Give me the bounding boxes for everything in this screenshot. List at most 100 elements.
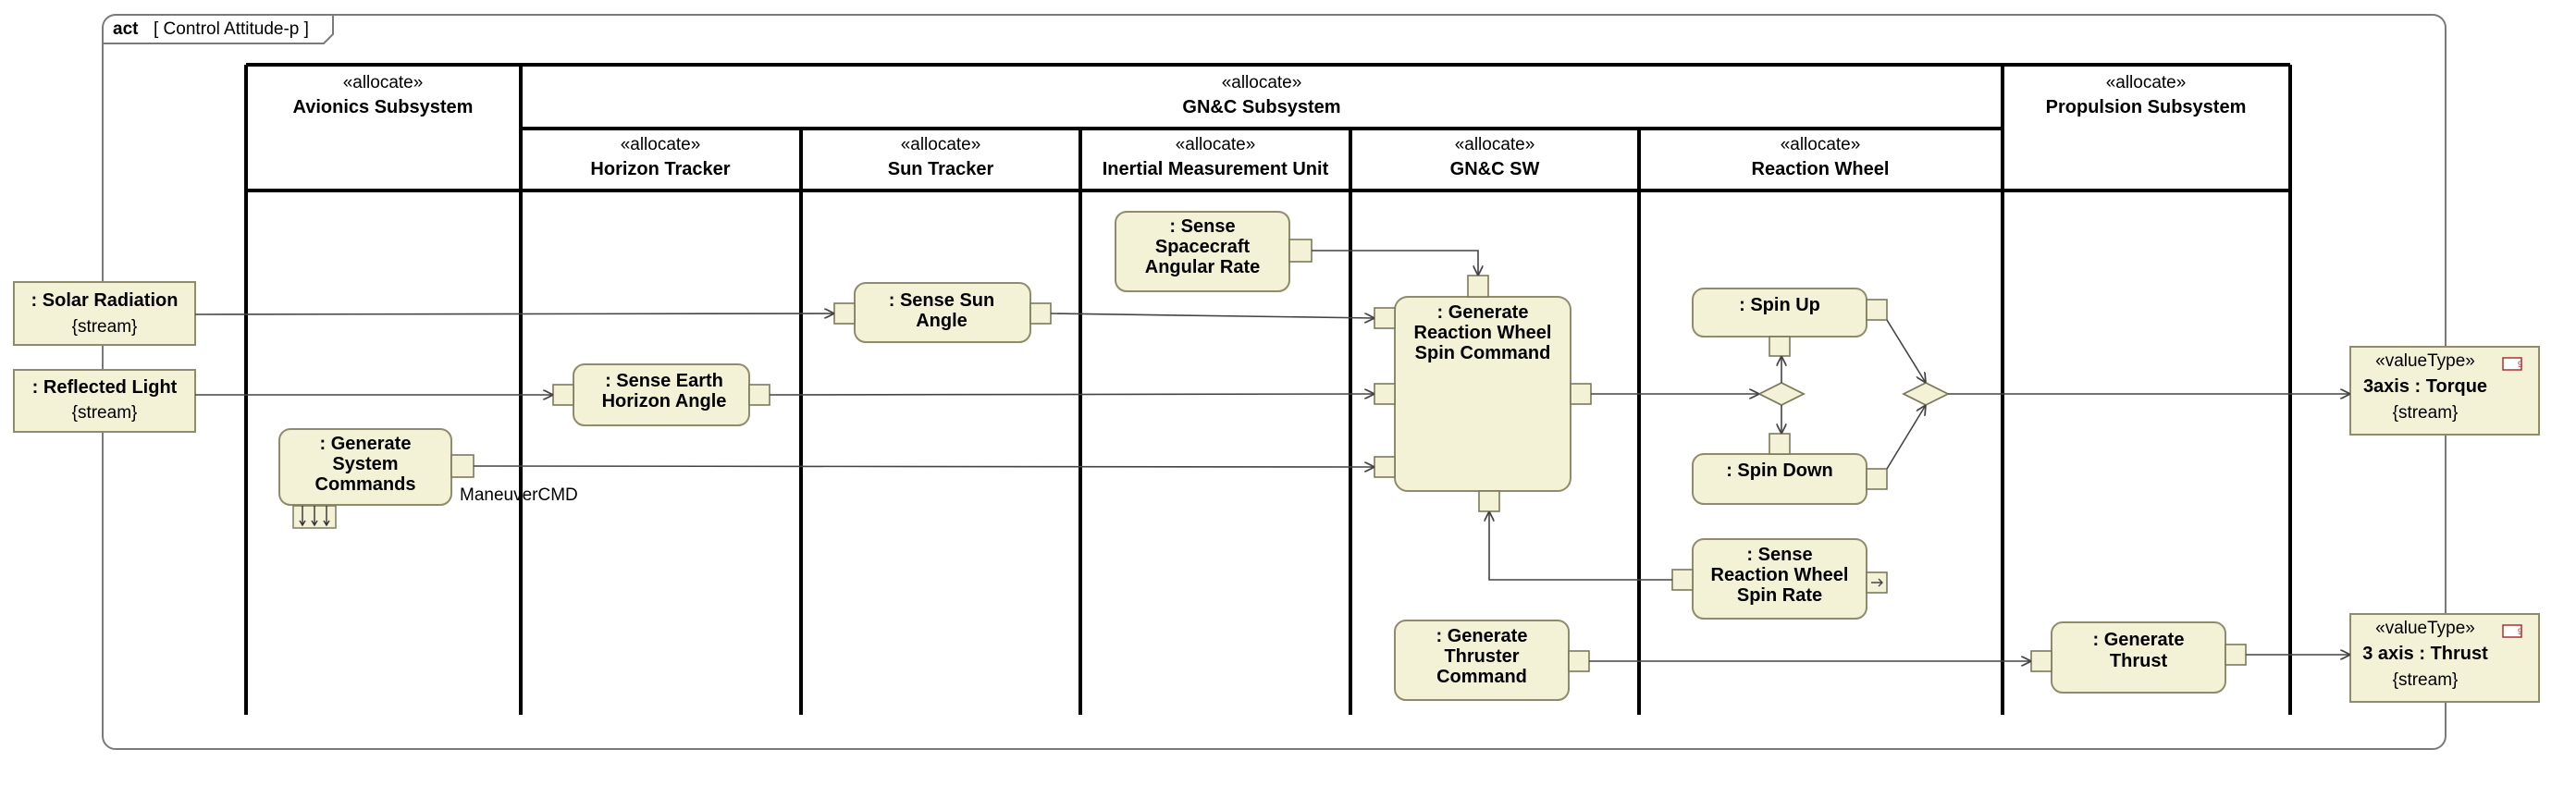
partition-stereotype: «allocate»: [621, 135, 701, 154]
parameter-name: : Solar Radiation: [31, 290, 179, 311]
valuetype-icon: 9: [2502, 357, 2522, 371]
output-pin[interactable]: [1866, 299, 1888, 321]
action-label-line: Reaction Wheel: [1414, 323, 1552, 343]
output-pin[interactable]: [748, 384, 770, 406]
input-pin[interactable]: [1374, 307, 1396, 329]
action-label-line: Spacecraft: [1155, 237, 1251, 257]
partition-stereotype: «allocate»: [1781, 135, 1861, 154]
output-pin[interactable]: [1570, 383, 1592, 405]
parameter-name: : Reflected Light: [32, 377, 178, 398]
swimlanes: [244, 63, 2292, 715]
action-label-line: Reaction Wheel: [1711, 565, 1849, 585]
action-label-line: Thrust: [2110, 651, 2168, 671]
partition-inertial-measurement-unit: «allocate» Inertial Measurement Unit: [1103, 135, 1329, 179]
partition-sun-tracker: «allocate» Sun Tracker: [888, 135, 994, 179]
input-pin[interactable]: [1374, 456, 1396, 478]
output-pin[interactable]: [2225, 644, 2247, 666]
action-label-line: : Sense Sun: [889, 290, 994, 311]
input-pin[interactable]: [1467, 275, 1489, 298]
valuetype-icon: 9: [2502, 624, 2522, 638]
output-pin[interactable]: [1671, 569, 1694, 591]
output-pin[interactable]: [450, 454, 475, 478]
flow-angular-rate-to-generate-command: [1312, 250, 1478, 276]
action-generate-system-commands[interactable]: : Generate System Commands: [278, 428, 475, 529]
partition-name: Propulsion Subsystem: [2046, 97, 2247, 117]
action-label-line: Angular Rate: [1145, 257, 1260, 277]
action-label-line: : Spin Down: [1726, 461, 1833, 481]
action-sense-reaction-wheel-spin-rate[interactable]: : Sense Reaction Wheel Spin Rate: [1671, 538, 1888, 620]
partition-stereotype: «allocate»: [2106, 73, 2187, 92]
action-label-line: Horizon Angle: [602, 391, 727, 411]
flow-spin-down-to-merge: [1886, 405, 1926, 470]
partition-name: Inertial Measurement Unit: [1103, 159, 1329, 179]
frame-name-tab: [103, 15, 334, 44]
partition-stereotype: «allocate»: [343, 73, 424, 92]
action-label-line: : Generate: [1437, 302, 1529, 323]
parameter-torque[interactable]: «valueType» 3axis : Torque {stream} 9: [2349, 346, 2540, 436]
flows: [194, 250, 2350, 661]
input-pin[interactable]: [1374, 383, 1396, 405]
svg-text:9: 9: [2518, 627, 2522, 636]
output-pin[interactable]: [1029, 302, 1052, 325]
partition-name: Reaction Wheel: [1752, 159, 1890, 179]
parameter-stereotype: «valueType»: [2375, 351, 2475, 371]
output-pin[interactable]: [1478, 490, 1500, 512]
input-pin[interactable]: [1769, 336, 1791, 357]
action-generate-reaction-wheel-spin-command[interactable]: : Generate Reaction Wheel Spin Command: [1374, 275, 1592, 512]
action-label-line: : Sense: [1169, 216, 1235, 237]
action-label-line: : Generate: [320, 434, 412, 454]
input-pin[interactable]: [1769, 433, 1791, 455]
partition-stereotype: «allocate»: [1222, 73, 1302, 92]
frame-keyword: act: [113, 19, 139, 39]
action-label-line: Angle: [916, 311, 968, 331]
action-sense-earth-horizon-angle[interactable]: : Sense Earth Horizon Angle: [552, 363, 770, 426]
action-generate-thruster-command[interactable]: : Generate Thruster Command: [1394, 620, 1590, 701]
action-spin-up[interactable]: : Spin Up: [1692, 288, 1888, 357]
partition-name: GN&C Subsystem: [1182, 97, 1340, 117]
output-pin[interactable]: [1568, 650, 1590, 672]
partition-gnc-subsystem: «allocate» GN&C Subsystem: [1182, 73, 1340, 117]
action-label-line: System: [332, 454, 398, 474]
parameter-thrust[interactable]: «valueType» 3 axis : Thrust {stream} 9: [2349, 613, 2540, 703]
parameter-modifier: {stream}: [2393, 670, 2459, 690]
action-label-line: : Sense Earth: [605, 371, 723, 391]
partition-reaction-wheel: «allocate» Reaction Wheel: [1752, 135, 1890, 179]
frame-title: [ Control Attitude-p ]: [154, 19, 309, 39]
action-sense-sun-angle[interactable]: : Sense Sun Angle: [833, 282, 1052, 343]
stream-pin[interactable]: [1866, 571, 1888, 594]
action-label-line: Commands: [315, 474, 416, 495]
partition-gnc-sw: «allocate» GN&C SW: [1450, 135, 1540, 179]
action-label-line: : Generate: [1436, 626, 1528, 646]
action-spin-down[interactable]: : Spin Down: [1692, 433, 1888, 505]
flow-system-commands-to-generate-command: [473, 466, 1374, 467]
flow-spin-rate-to-generate-command: [1489, 511, 1672, 581]
parameter-stereotype: «valueType»: [2375, 619, 2475, 638]
action-generate-thrust[interactable]: : Generate Thrust: [2030, 621, 2247, 694]
flow-spin-up-to-merge: [1886, 319, 1926, 383]
partition-horizon-tracker: «allocate» Horizon Tracker: [590, 135, 730, 179]
action-label-line: : Spin Up: [1739, 295, 1820, 315]
output-pin[interactable]: [1288, 239, 1313, 263]
partition-stereotype: «allocate»: [1455, 135, 1535, 154]
action-label-line: Command: [1436, 667, 1527, 687]
flow-sun-angle-to-generate-command: [1050, 313, 1374, 318]
fork-icon: [292, 505, 337, 529]
parameter-solar-radiation[interactable]: : Solar Radiation {stream}: [13, 281, 196, 346]
parameter-name: 3axis : Torque: [2363, 376, 2487, 397]
parameter-reflected-light[interactable]: : Reflected Light {stream}: [13, 369, 196, 433]
maneuver-cmd-label: ManeuverCMD: [460, 485, 578, 505]
decision-node[interactable]: [1756, 381, 1806, 407]
action-sense-spacecraft-angular-rate[interactable]: : Sense Spacecraft Angular Rate: [1115, 211, 1313, 292]
input-pin[interactable]: [2030, 650, 2052, 672]
partition-name: Sun Tracker: [888, 159, 994, 179]
output-pin[interactable]: [1866, 468, 1888, 490]
action-label-line: : Generate: [2093, 630, 2185, 650]
parameter-modifier: {stream}: [72, 403, 138, 423]
input-pin[interactable]: [552, 384, 574, 406]
action-label-line: Thruster: [1444, 646, 1519, 667]
partition-name: GN&C SW: [1450, 159, 1540, 179]
input-pin[interactable]: [833, 302, 856, 325]
parameter-name: 3 axis : Thrust: [2362, 644, 2488, 664]
partition-name: Horizon Tracker: [590, 159, 730, 179]
